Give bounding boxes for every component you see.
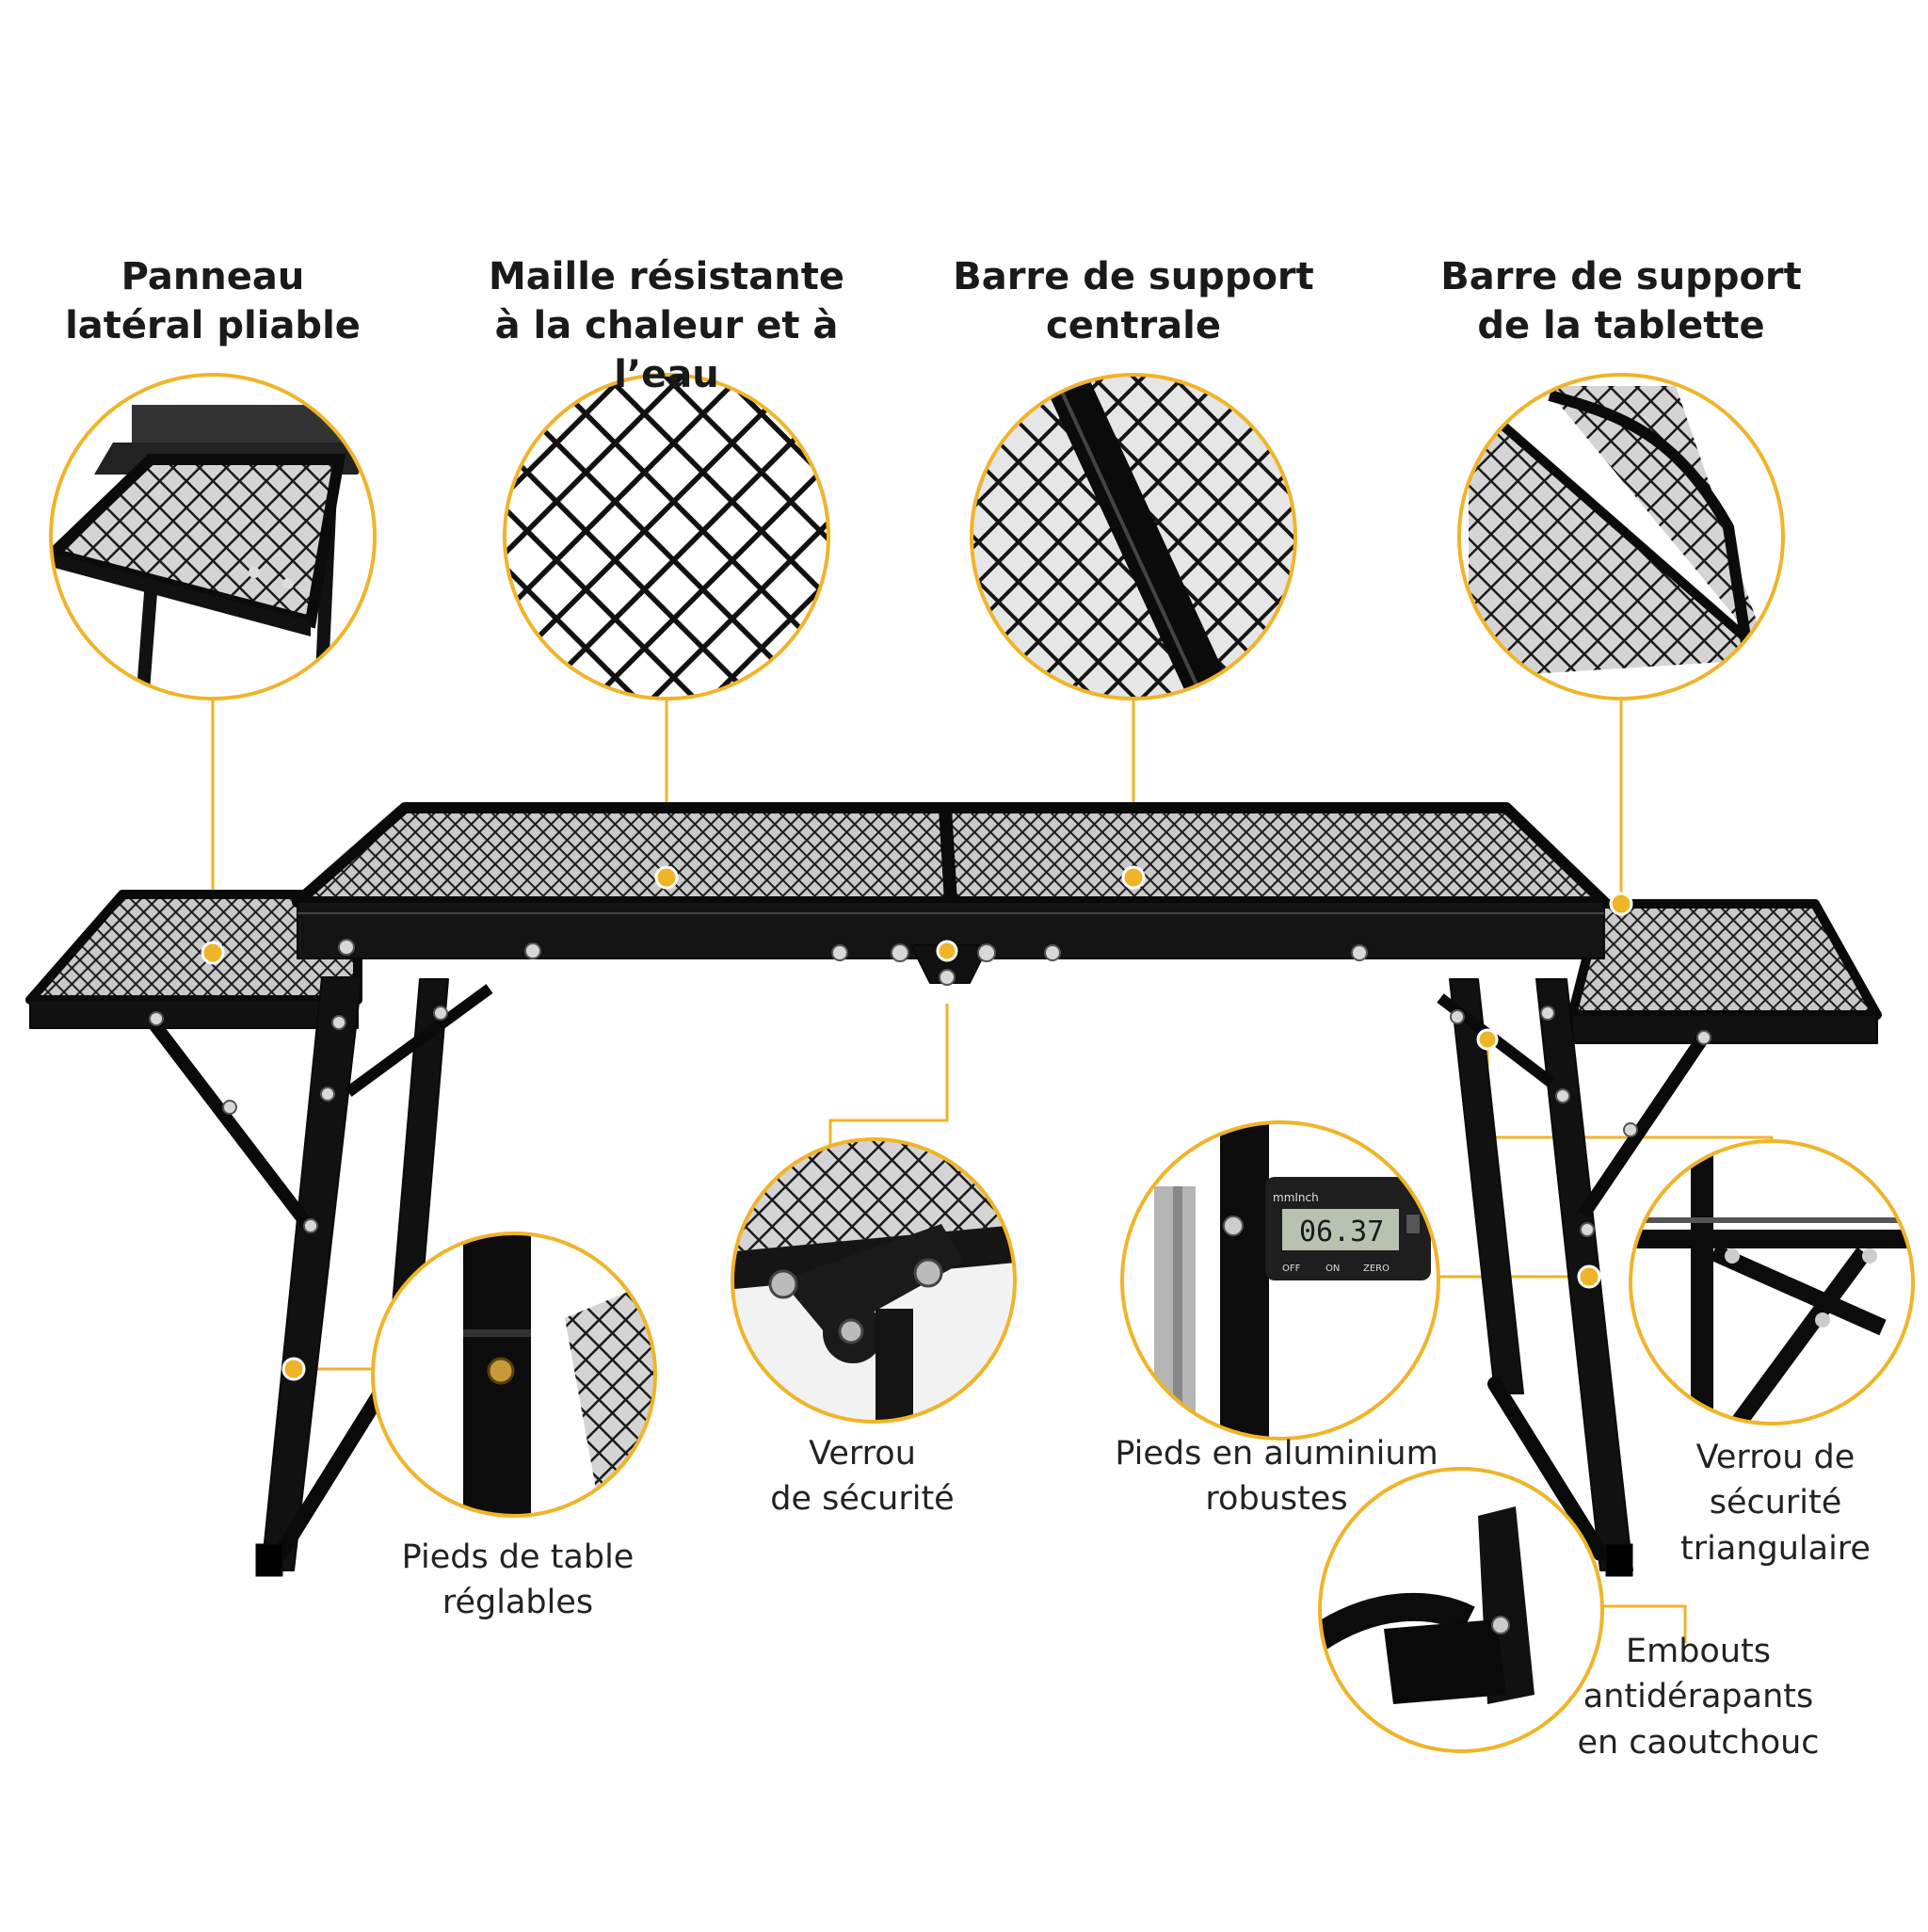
label-aluminium-legs-line1: Pieds en aluminium (1115, 1435, 1438, 1473)
caliper-brand: mmInch (1273, 1191, 1319, 1204)
detail-shelf-bar (1459, 375, 1783, 699)
rivets (149, 939, 1711, 1237)
label-side-panel: Panneau latéral pliable (0, 252, 429, 350)
label-lock: Verrou de sécurité (674, 1431, 1051, 1522)
detail-rubber-feet (1320, 1469, 1602, 1751)
label-triangle-lock-line2: sécurité (1709, 1484, 1842, 1522)
label-side-panel-line2: latéral pliable (65, 304, 361, 347)
detail-aluminium-legs (1122, 1122, 1438, 1439)
label-side-panel-line1: Panneau (120, 255, 305, 298)
label-adjustable-legs-line1: Pieds de table (401, 1538, 635, 1576)
label-center-bar: Barre de support centrale (917, 252, 1350, 350)
caliper-button-zero: ZERO (1363, 1264, 1390, 1274)
label-aluminium-legs: Pieds en aluminium robustes (1088, 1431, 1465, 1522)
label-triangle-lock-line3: triangulaire (1680, 1529, 1871, 1568)
label-mesh-line1: Maille résistante (488, 255, 844, 298)
label-triangle-lock: Verrou de sécurité triangulaire (1587, 1435, 1928, 1571)
detail-side-panel (51, 375, 375, 699)
label-center-bar-line1: Barre de support (953, 255, 1314, 298)
label-triangle-lock-line1: Verrou de (1695, 1439, 1856, 1476)
detail-mesh (505, 375, 828, 699)
connector-lines (211, 699, 1774, 1643)
label-shelf-bar-line2: de la tablette (1477, 304, 1765, 347)
callout-dots (201, 865, 1633, 1381)
detail-triangle-lock (1631, 1141, 1913, 1424)
label-adjustable-legs: Pieds de table réglables (329, 1535, 706, 1626)
label-mesh-line2: à la chaleur et à l’eau (494, 304, 839, 396)
caliper-button-off: OFF (1282, 1264, 1301, 1274)
table (25, 802, 1882, 1577)
detail-center-bar (972, 375, 1295, 699)
label-center-bar-line2: centrale (1046, 304, 1221, 347)
label-lock-line1: Verrou (809, 1435, 916, 1473)
label-rubber-feet: Embouts antidérapants en caoutchouc (1510, 1629, 1887, 1765)
label-shelf-bar: Barre de support de la tablette (1405, 252, 1838, 350)
caliper-reading: 06.37 (1299, 1216, 1384, 1248)
label-rubber-feet-line2: antidérapants (1583, 1678, 1814, 1716)
label-shelf-bar-line1: Barre de support (1440, 255, 1802, 298)
label-aluminium-legs-line2: robustes (1205, 1480, 1348, 1519)
label-rubber-feet-line1: Embouts (1626, 1633, 1771, 1670)
label-mesh: Maille résistante à la chaleur et à l’ea… (450, 252, 883, 399)
label-adjustable-legs-line2: réglables (442, 1584, 594, 1622)
caliper-button-on: ON (1326, 1264, 1340, 1274)
label-lock-line2: de sécurité (770, 1480, 955, 1519)
label-rubber-feet-line3: en caoutchouc (1577, 1723, 1820, 1762)
detail-lock (732, 1139, 1015, 1422)
